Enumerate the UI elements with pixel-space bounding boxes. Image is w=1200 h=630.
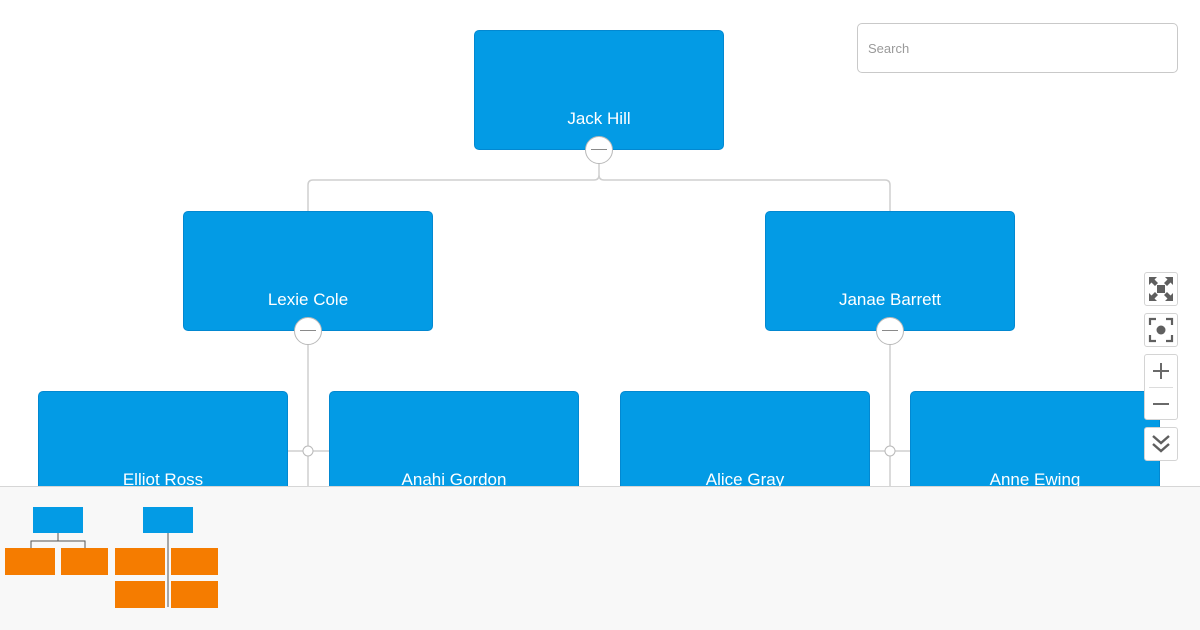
node-anne-ewing[interactable]: Anne Ewing	[910, 391, 1160, 486]
node-janae-barrett[interactable]: Janae Barrett	[765, 211, 1015, 331]
template-mixed-children[interactable]	[114, 507, 220, 609]
node-jack-hill[interactable]: Jack Hill	[474, 30, 724, 150]
template-child-node	[115, 581, 165, 608]
fit-to-screen-button[interactable]	[1144, 272, 1178, 306]
link-lexie-to-children	[288, 330, 330, 486]
org-chart-canvas[interactable]: Jack Hill Lexie Cole Janae Barrett Ellio…	[0, 0, 1200, 486]
node-name: Elliot Ross	[122, 470, 204, 486]
zoom-divider	[1149, 387, 1173, 388]
link-janae-to-children	[870, 330, 911, 486]
template-child-node	[171, 548, 218, 575]
node-elliot-ross[interactable]: Elliot Ross	[38, 391, 288, 486]
node-name: Alice Gray	[705, 470, 785, 486]
center-view-button[interactable]	[1144, 313, 1178, 347]
node-anahi-gordon[interactable]: Anahi Gordon	[329, 391, 579, 486]
search-input[interactable]	[857, 23, 1178, 73]
template-child-node	[115, 548, 165, 575]
junction-janae	[884, 445, 896, 457]
node-name: Jack Hill	[567, 109, 631, 128]
template-parent-node	[33, 507, 83, 533]
plus-icon	[1153, 363, 1169, 379]
zoom-in-button[interactable]	[1145, 355, 1177, 387]
templates-panel	[0, 486, 1200, 630]
node-lexie-cole[interactable]: Lexie Cole	[183, 211, 433, 331]
template-child-node	[171, 581, 218, 608]
node-name: Lexie Cole	[267, 290, 349, 309]
node-name: Janae Barrett	[838, 290, 942, 309]
collapse-janae-barrett-button[interactable]	[876, 317, 904, 345]
node-name: Anahi Gordon	[401, 470, 507, 486]
link-jack-to-children	[307, 150, 891, 211]
template-parent-node	[143, 507, 193, 533]
minus-icon	[1153, 403, 1169, 405]
template-horizontal-children[interactable]	[4, 507, 110, 577]
template-child-node	[5, 548, 55, 575]
org-chart-links	[288, 150, 911, 486]
node-alice-gray[interactable]: Alice Gray	[620, 391, 870, 486]
template-child-node	[61, 548, 108, 575]
junction-lexie	[302, 445, 314, 457]
zoom-controls	[1144, 354, 1178, 420]
collapse-jack-hill-button[interactable]	[585, 136, 613, 164]
focus-target-icon	[1148, 317, 1174, 343]
expand-all-button[interactable]	[1144, 427, 1178, 461]
collapse-lexie-cole-button[interactable]	[294, 317, 322, 345]
zoom-out-button[interactable]	[1145, 388, 1177, 420]
double-chevron-down-icon	[1152, 435, 1170, 453]
node-name: Anne Ewing	[989, 470, 1081, 486]
expand-arrows-icon	[1149, 277, 1173, 301]
